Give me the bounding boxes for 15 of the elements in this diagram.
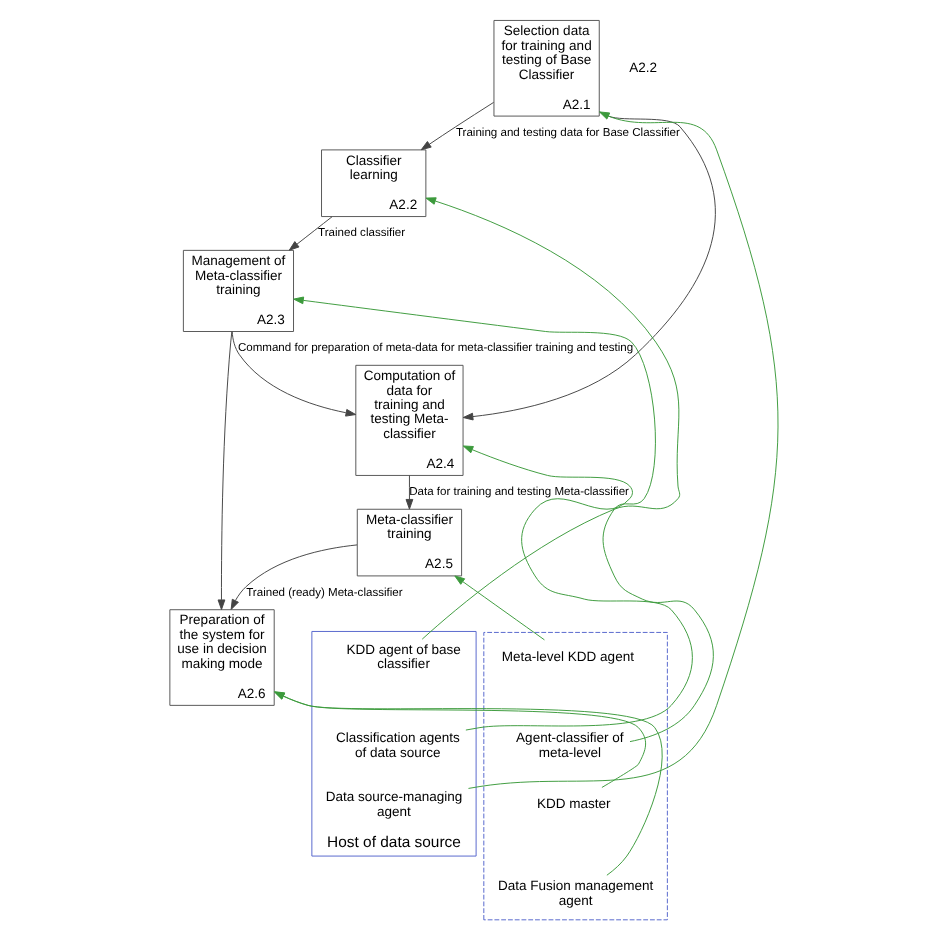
arrow bbox=[274, 691, 663, 876]
cluster bbox=[483, 631, 668, 921]
arrow bbox=[405, 475, 414, 510]
arrow bbox=[230, 544, 358, 610]
arrow bbox=[231, 331, 357, 417]
arrow bbox=[468, 111, 779, 789]
arrow bbox=[454, 575, 545, 641]
arrow bbox=[421, 197, 681, 640]
arrow bbox=[288, 216, 333, 251]
arrow bbox=[293, 296, 714, 743]
arrow bbox=[420, 101, 495, 151]
arrow bbox=[462, 445, 693, 731]
arrow bbox=[217, 331, 233, 611]
arrow bbox=[274, 691, 647, 788]
arrow bbox=[462, 111, 716, 421]
